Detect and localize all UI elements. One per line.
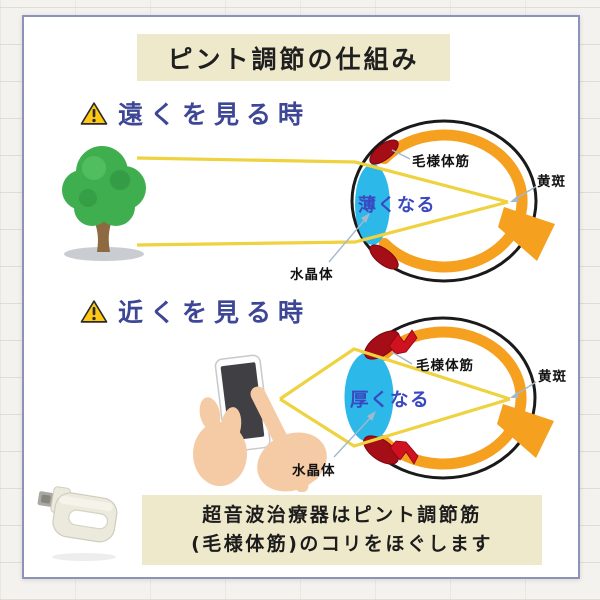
label-lens-far: 水晶体: [290, 266, 334, 283]
leader-arrowhead: [361, 213, 370, 223]
light-rays-diverging: [279, 347, 511, 448]
eye-diagram-near: [344, 316, 554, 480]
lens-thick: [344, 352, 394, 442]
retina-ring: [377, 326, 527, 470]
diagram-looking-far: 毛様体筋 薄くなる 水晶体 黄斑: [62, 119, 566, 283]
leader-arrowhead: [510, 196, 519, 202]
label-macula-far: 黄斑: [537, 173, 566, 190]
page-title: ピント調節の仕組み: [167, 44, 420, 74]
label-lens-state-far: 薄くなる: [358, 195, 436, 216]
section-heading-far-label: 遠くを見る時: [118, 100, 311, 129]
footer-note-line2: (毛様体筋)のコリをほぐします: [191, 533, 493, 555]
warning-icon: [80, 299, 108, 323]
diagram-looking-near: 毛様体筋 厚くなる 水晶体 黄斑: [193, 316, 567, 492]
ciliary-muscle-top: [369, 139, 399, 165]
ultrasound-device-illustration: [37, 486, 118, 561]
eyeball-outline: [350, 119, 538, 283]
label-lens-state-near: 厚くなる: [350, 390, 430, 411]
hands: [193, 386, 327, 492]
label-macula-near: 黄斑: [538, 368, 567, 385]
label-ciliary-near: 毛様体筋: [416, 357, 474, 374]
smartphone-hands-illustration: [193, 354, 327, 492]
light-rays-parallel: [136, 156, 509, 247]
footer-note-box: 超音波治療器はピント調節筋 (毛様体筋)のコリをほぐします: [142, 495, 542, 565]
label-lens-near: 水晶体: [292, 462, 336, 479]
leader-arrowhead: [367, 411, 376, 421]
ciliary-muscle-top: [364, 329, 418, 360]
tree-illustration: [62, 146, 146, 261]
footer-note-line1: 超音波治療器はピント調節筋: [202, 503, 482, 526]
label-ciliary-far: 毛様体筋: [412, 153, 470, 170]
retina-ring: [378, 129, 528, 273]
ciliary-muscle-bottom: [363, 435, 419, 465]
ciliary-muscle-bottom: [369, 244, 399, 270]
lens-thin: [355, 164, 390, 245]
leader-arrowhead: [510, 392, 519, 398]
main-panel: ピント調節の仕組み 遠くを見る時: [22, 15, 580, 579]
optic-nerve-wedge: [497, 404, 554, 458]
section-heading-near-label: 近くを見る時: [118, 298, 311, 327]
optic-nerve-wedge: [498, 207, 555, 261]
warning-icon: [80, 101, 108, 125]
section-heading-far: 遠くを見る時: [80, 97, 310, 129]
section-heading-near: 近くを見る時: [80, 295, 310, 327]
title-banner: ピント調節の仕組み: [137, 34, 450, 81]
eye-diagram-far: [350, 119, 555, 283]
